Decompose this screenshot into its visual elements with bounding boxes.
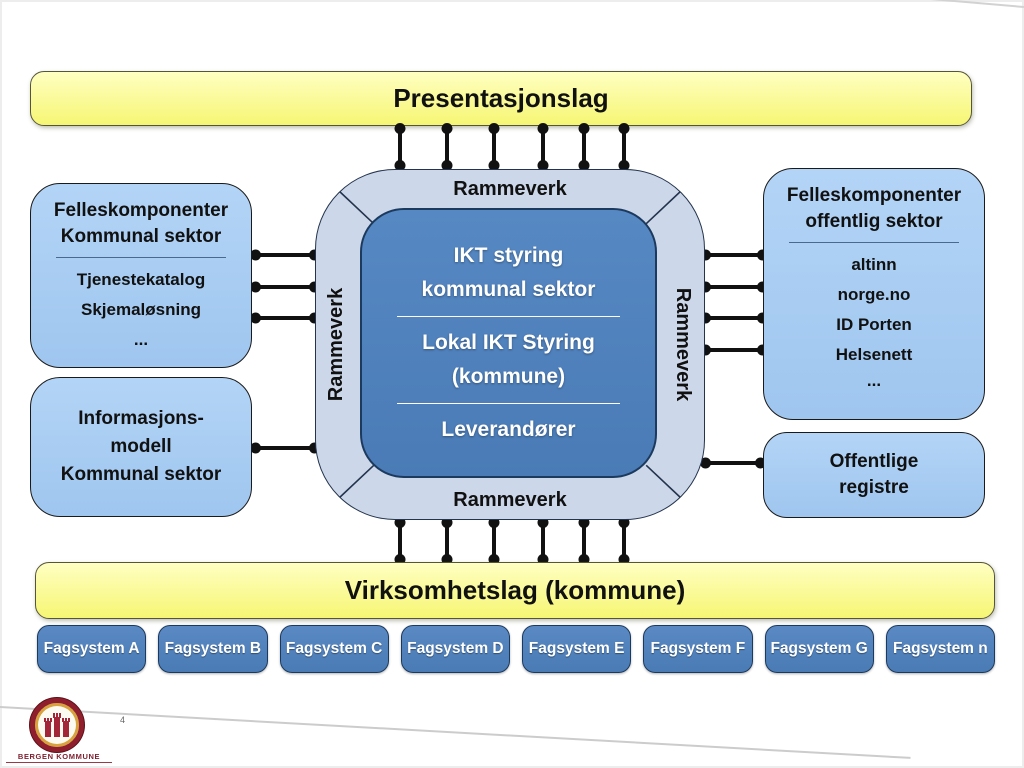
connector [704, 316, 764, 320]
ikt-governance-core-box: IKT styring kommunal sektor Lokal IKT St… [360, 208, 657, 478]
top-right-decorative-line [647, 0, 1024, 8]
castle-emblem-icon [44, 713, 70, 737]
fagsystem-box: Fagsystem F [643, 625, 753, 673]
box-item: Helsenett [835, 345, 913, 364]
connector [704, 461, 762, 465]
framework-label-bottom: Rammeverk [453, 489, 567, 511]
connector [582, 521, 586, 561]
fagsystem-box: Fagsystem E [522, 625, 632, 673]
frame-corner-lines [339, 191, 681, 498]
box-title: Kommunal sektor [60, 464, 222, 485]
connector [541, 521, 545, 561]
box-item: altinn [851, 255, 897, 274]
logo-caption: BERGEN KOMMUNE [6, 752, 112, 763]
bottom-left-decorative-line [0, 706, 911, 759]
box-item: ... [133, 330, 149, 349]
box-item: ... [866, 371, 882, 390]
connector [254, 253, 316, 257]
connector [704, 348, 764, 352]
connector [445, 127, 449, 167]
connector [492, 521, 496, 561]
connector [704, 253, 764, 257]
core-line: Lokal IKT Styring [422, 331, 595, 354]
connector [254, 316, 316, 320]
presentation-layer-bar: Presentasjonslag [30, 71, 972, 126]
connector [492, 127, 496, 167]
divider [56, 257, 226, 258]
connector [622, 127, 626, 167]
box-item: ID Porten [836, 315, 912, 334]
divider [789, 242, 959, 243]
bergen-kommune-logo [30, 698, 84, 752]
box-item: norge.no [837, 285, 911, 304]
framework-label-left-wrap: Rammeverk [314, 170, 360, 519]
felleskomponenter-kommunal-box: Felleskomponenter Kommunal sektor Tjenes… [30, 183, 252, 368]
business-layer-label: Virksomhetslag (kommune) [344, 575, 686, 605]
business-layer-bar: Virksomhetslag (kommune) [35, 562, 995, 619]
slide-page-number: 4 [120, 715, 126, 725]
core-line: (kommune) [451, 365, 566, 388]
connector [254, 285, 316, 289]
framework-frame: Rammeverk Rammeverk Rammeverk Rammeverk … [315, 169, 705, 520]
framework-label-right: Rammeverk [672, 287, 695, 402]
fagsystem-box: Fagsystem B [158, 625, 268, 673]
fagsystem-box: Fagsystem A [37, 625, 147, 673]
box-title: modell [110, 436, 172, 457]
framework-label-top: Rammeverk [453, 178, 567, 200]
connector [398, 127, 402, 167]
connector [704, 285, 764, 289]
box-title: offentlig sektor [805, 211, 943, 232]
box-item: Skjemaløsning [81, 300, 201, 319]
presentation-layer-label: Presentasjonslag [393, 83, 609, 113]
informasjonsmodell-box: Informasjons- modell Kommunal sektor [30, 377, 252, 517]
fagsystem-box: Fagsystem G [764, 625, 874, 673]
connector [582, 127, 586, 167]
box-title: Offentlige [829, 451, 919, 472]
divider [397, 403, 620, 404]
core-line: kommunal sektor [421, 278, 596, 301]
fagsystem-box: Fagsystem C [279, 625, 389, 673]
connector [398, 521, 402, 561]
connector [254, 446, 316, 450]
box-title: Kommunal sektor [60, 226, 222, 247]
fagsystem-box: Fagsystem n [885, 625, 995, 673]
divider [397, 316, 620, 317]
felleskomponenter-offentlig-box: Felleskomponenter offentlig sektor altin… [763, 168, 985, 420]
fagsystem-box: Fagsystem D [400, 625, 510, 673]
framework-label-right-wrap: Rammeverk [660, 170, 706, 519]
connector [622, 521, 626, 561]
fagsystem-row: Fagsystem A Fagsystem B Fagsystem C Fags… [37, 625, 995, 673]
offentlige-registre-box: Offentlige registre [763, 432, 985, 518]
box-title: Felleskomponenter [53, 200, 229, 221]
box-title: registre [839, 477, 909, 498]
box-title: Felleskomponenter [786, 185, 962, 206]
connector [445, 521, 449, 561]
box-title: Informasjons- [78, 408, 204, 429]
box-item: Tjenestekatalog [76, 270, 206, 289]
connector [541, 127, 545, 167]
framework-label-left: Rammeverk [325, 287, 348, 402]
core-line: IKT styring [453, 244, 564, 267]
core-line: Leverandører [441, 418, 576, 441]
